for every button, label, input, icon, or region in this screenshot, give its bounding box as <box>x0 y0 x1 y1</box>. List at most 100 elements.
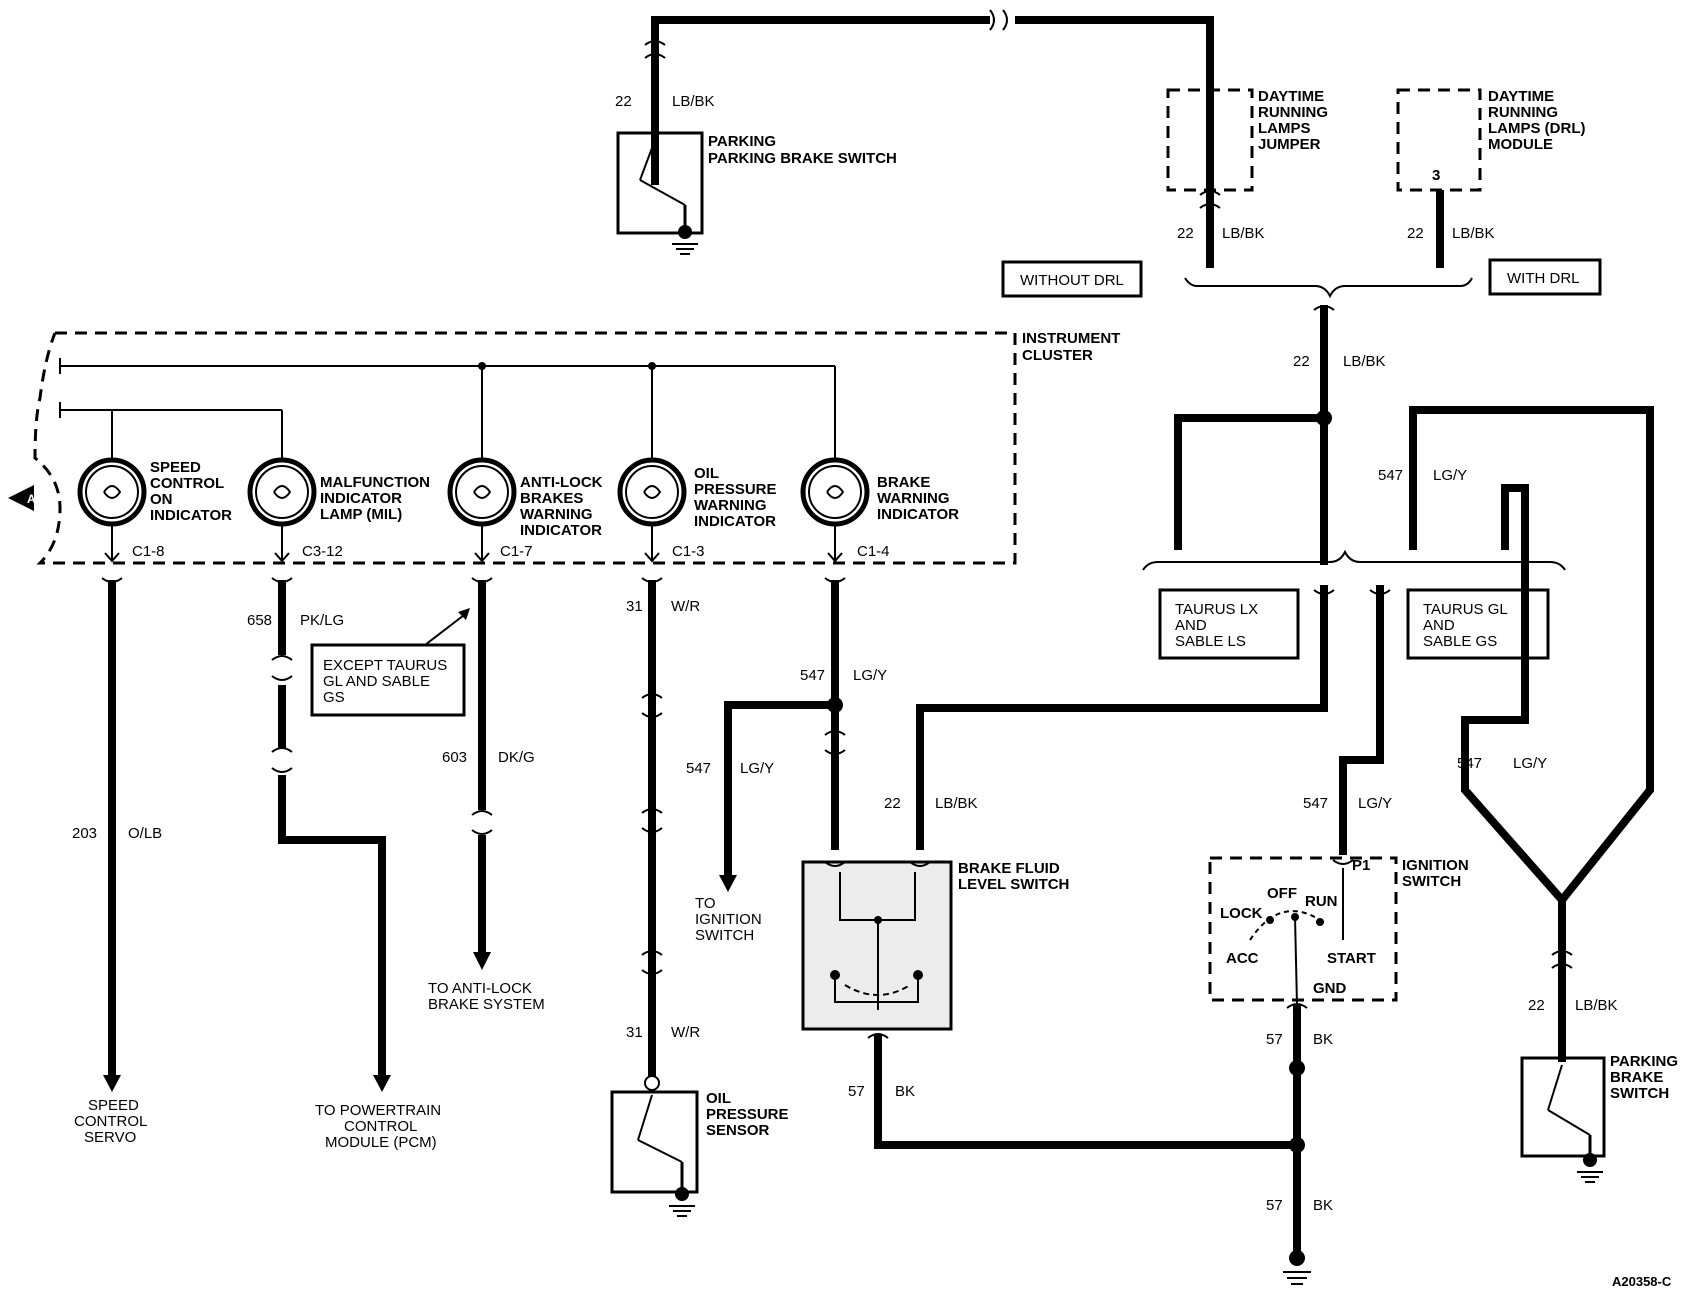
ind-label: CONTROL <box>150 475 224 492</box>
wire-color: LG/Y <box>740 760 774 777</box>
except-l1: EXCEPT TAURUS <box>323 657 447 674</box>
wire-color: LB/BK <box>935 795 978 812</box>
wire-color: LG/Y <box>1433 467 1467 484</box>
ind-label: BRAKE <box>877 474 930 491</box>
drl-module-l3: LAMPS (DRL) <box>1488 120 1586 137</box>
wire-color: PK/LG <box>300 612 344 629</box>
wire-num: 22 <box>1407 225 1424 242</box>
taurus-gl-l3: SABLE GS <box>1423 633 1497 650</box>
drl-section: DAYTIME RUNNING LAMPS JUMPER 3 DAYTIME R… <box>1001 88 1602 565</box>
pin-c1-4: C1-4 <box>857 543 890 560</box>
wire-num: 22 <box>615 93 632 110</box>
wire-num: 22 <box>884 795 901 812</box>
taurus-lx-l2: AND <box>1175 617 1207 634</box>
wire-color: W/R <box>671 598 700 615</box>
wire-color: BK <box>895 1083 915 1100</box>
wire-num: 57 <box>1266 1031 1283 1048</box>
ign-lock: LOCK <box>1220 905 1263 922</box>
antilock-indicator: ANTI-LOCK BRAKES WARNING INDICATOR C1-7 <box>447 362 603 563</box>
except-note: EXCEPT TAURUS GL AND SABLE GS <box>310 608 470 717</box>
wire-num: 31 <box>626 598 643 615</box>
wire-57-ground: 57 BK 57 BK <box>1266 1003 1333 1285</box>
drl-module-l2: RUNNING <box>1488 104 1558 121</box>
dest-abs-2: BRAKE SYSTEM <box>428 996 545 1013</box>
wire-num: 547 <box>800 667 825 684</box>
parking-brake-switch-right: PARKING BRAKE SWITCH <box>1520 1053 1678 1183</box>
right-routing: 547 LG/Y TAURUS LX AND SABLE LS TAURUS G… <box>884 406 1654 1062</box>
ign-off: OFF <box>1267 885 1297 902</box>
ind-label: WARNING <box>520 506 593 523</box>
ind-label: WARNING <box>877 490 950 507</box>
wire-color: LB/BK <box>1575 997 1618 1014</box>
wire-547-brake: 547 LG/Y 547 LG/Y TO IGNITION SWITCH <box>686 577 887 944</box>
wire-color: LB/BK <box>1222 225 1265 242</box>
without-drl-label: WITHOUT DRL <box>1020 272 1124 289</box>
wire-num: 603 <box>442 749 467 766</box>
ind-label: ANTI-LOCK <box>520 474 603 491</box>
dest-abs-1: TO ANTI-LOCK <box>428 980 532 997</box>
taurus-lx-l3: SABLE LS <box>1175 633 1246 650</box>
taurus-gl-l1: TAURUS GL <box>1423 601 1508 618</box>
dest-servo-2: CONTROL <box>74 1113 147 1130</box>
parking-brake-switch-top: 22 LB/BK PARKING PARKING BRAKE SWITCH <box>615 9 1214 255</box>
drl-jumper-l4: JUMPER <box>1258 136 1321 153</box>
wire-num: 22 <box>1528 997 1545 1014</box>
bfls-l2: LEVEL SWITCH <box>958 876 1069 893</box>
drl-module-pin: 3 <box>1432 167 1440 184</box>
drl-module-l4: MODULE <box>1488 136 1553 153</box>
label-parking-brake-top-1: PARKING <box>708 133 776 150</box>
ign-acc: ACC <box>1226 950 1259 967</box>
wire-color: LG/Y <box>853 667 887 684</box>
callout-a: A <box>27 492 36 506</box>
except-l2: GL AND SABLE <box>323 673 430 690</box>
dest-pcm-1: TO POWERTRAIN <box>315 1102 441 1119</box>
ind-label: INDICATOR <box>877 506 959 523</box>
ignition-switch: P1 IGNITION SWITCH OFF RUN LOCK ACC STAR… <box>1208 856 1469 1006</box>
pin-c1-7: C1-7 <box>500 543 533 560</box>
label-parking-brake-top: PARKING BRAKE SWITCH <box>708 150 897 167</box>
pin-c1-3: C1-3 <box>672 543 705 560</box>
oil-pressure-indicator: OIL PRESSURE WARNING INDICATOR C1-3 <box>617 362 777 563</box>
ind-label: PRESSURE <box>694 481 777 498</box>
wire-color: LB/BK <box>1343 353 1386 370</box>
figure-id: A20358-C <box>1612 1274 1672 1289</box>
ign-p1: P1 <box>1352 857 1370 874</box>
ind-label: INDICATOR <box>520 522 602 539</box>
ops-l2: PRESSURE <box>706 1106 789 1123</box>
drl-jumper-l3: LAMPS <box>1258 120 1311 137</box>
ign-start: START <box>1327 950 1376 967</box>
wire-num: 57 <box>1266 1197 1283 1214</box>
ind-label: LAMP (MIL) <box>320 506 402 523</box>
ind-label: WARNING <box>694 497 767 514</box>
wire-color: BK <box>1313 1031 1333 1048</box>
speed-control-indicator: SPEED CONTROL ON INDICATOR C1-8 <box>77 410 232 563</box>
wire-color: LG/Y <box>1513 755 1547 772</box>
ind-label: INDICATOR <box>150 507 232 524</box>
wire-color: O/LB <box>128 825 162 842</box>
cluster-label-2: CLUSTER <box>1022 347 1093 364</box>
wire-color: BK <box>1313 1197 1333 1214</box>
ign-run: RUN <box>1305 893 1338 910</box>
ign-l2: SWITCH <box>1402 873 1461 890</box>
ind-label: MALFUNCTION <box>320 474 430 491</box>
pin-c3-12: C3-12 <box>302 543 343 560</box>
pbs-right-l1: PARKING <box>1610 1053 1678 1070</box>
wire-num: 547 <box>686 760 711 777</box>
wire-num: 547 <box>1378 467 1403 484</box>
wire-658: 658 PK/LG TO POWERTRAIN CONTROL MODULE (… <box>247 577 441 1151</box>
ind-label: BRAKES <box>520 490 583 507</box>
cluster-label-1: INSTRUMENT <box>1022 330 1120 347</box>
bfls-l1: BRAKE FLUID <box>958 860 1060 877</box>
pbs-right-l3: SWITCH <box>1610 1085 1669 1102</box>
wire-num: 31 <box>626 1024 643 1041</box>
ind-label: SPEED <box>150 459 201 476</box>
dest-pcm-2: CONTROL <box>344 1118 417 1135</box>
mil-indicator: MALFUNCTION INDICATOR LAMP (MIL) C3-12 <box>247 410 430 563</box>
ign-gnd: GND <box>1313 980 1347 997</box>
wire-num: 658 <box>247 612 272 629</box>
taurus-lx-l1: TAURUS LX <box>1175 601 1258 618</box>
dest-servo-1: SPEED <box>88 1097 139 1114</box>
brake-fluid-level-switch: BRAKE FLUID LEVEL SWITCH 57 BK <box>801 860 1297 1149</box>
wire-color: W/R <box>671 1024 700 1041</box>
